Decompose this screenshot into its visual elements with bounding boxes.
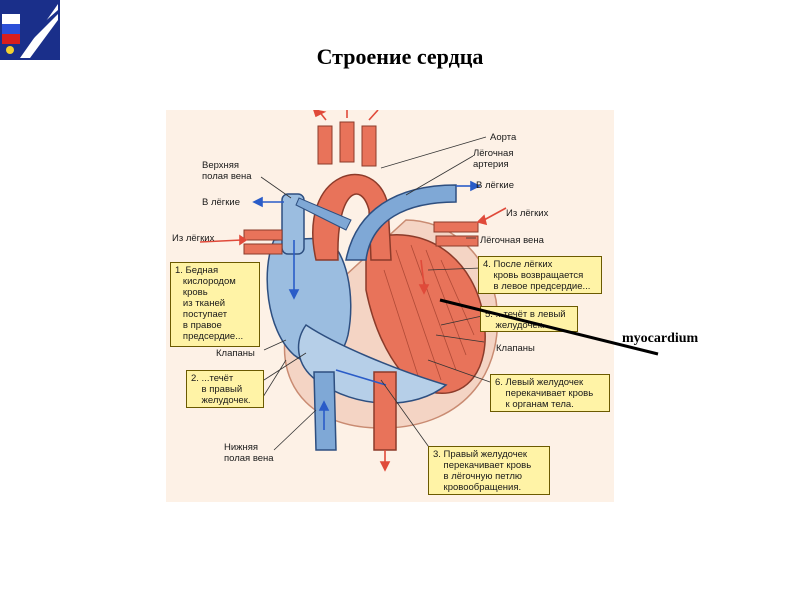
- step-box-6: 6. Левый желудочек перекачивает кровь к …: [490, 374, 610, 412]
- label-aorta: Аорта: [490, 132, 517, 143]
- page-title: Строение сердца: [316, 44, 484, 69]
- step-box-3: 3. Правый желудочек перекачивает кровь в…: [428, 446, 550, 495]
- label-valves-left: Клапаны: [216, 348, 255, 359]
- label-from-lungs-right: Из лёгких: [506, 208, 549, 219]
- label-to-lungs-right: В лёгкие: [476, 180, 515, 191]
- label-valves-right: Клапаны: [496, 343, 535, 354]
- label-inferior-vena-cava: Нижняя полая вена: [224, 442, 274, 464]
- heart-diagram: Аорта Лёгочная артерия В лёгкие Верхняя …: [166, 108, 614, 502]
- label-pulmonary-artery: Лёгочная артерия: [473, 148, 514, 170]
- label-to-lungs-left: В лёгкие: [202, 197, 241, 208]
- step-box-2: 2. ...течёт в правый желудочек.: [186, 370, 264, 408]
- star-icon: [6, 46, 14, 54]
- label-from-lungs-left: Из лёгких: [172, 233, 215, 244]
- step-box-5: 5. ...течёт в левый желудочек.: [480, 306, 578, 332]
- label-superior-vena-cava: Верхняя полая вена: [202, 160, 252, 182]
- label-pulmonary-vein: Лёгочная вена: [480, 235, 544, 246]
- logo: [0, 0, 60, 60]
- step-box-4: 4. После лёгких кровь возвращается в лев…: [478, 256, 602, 294]
- myocardium-label: myocardium: [622, 331, 699, 346]
- step-box-1: 1. Бедная кислородом кровь из тканей пос…: [170, 262, 260, 347]
